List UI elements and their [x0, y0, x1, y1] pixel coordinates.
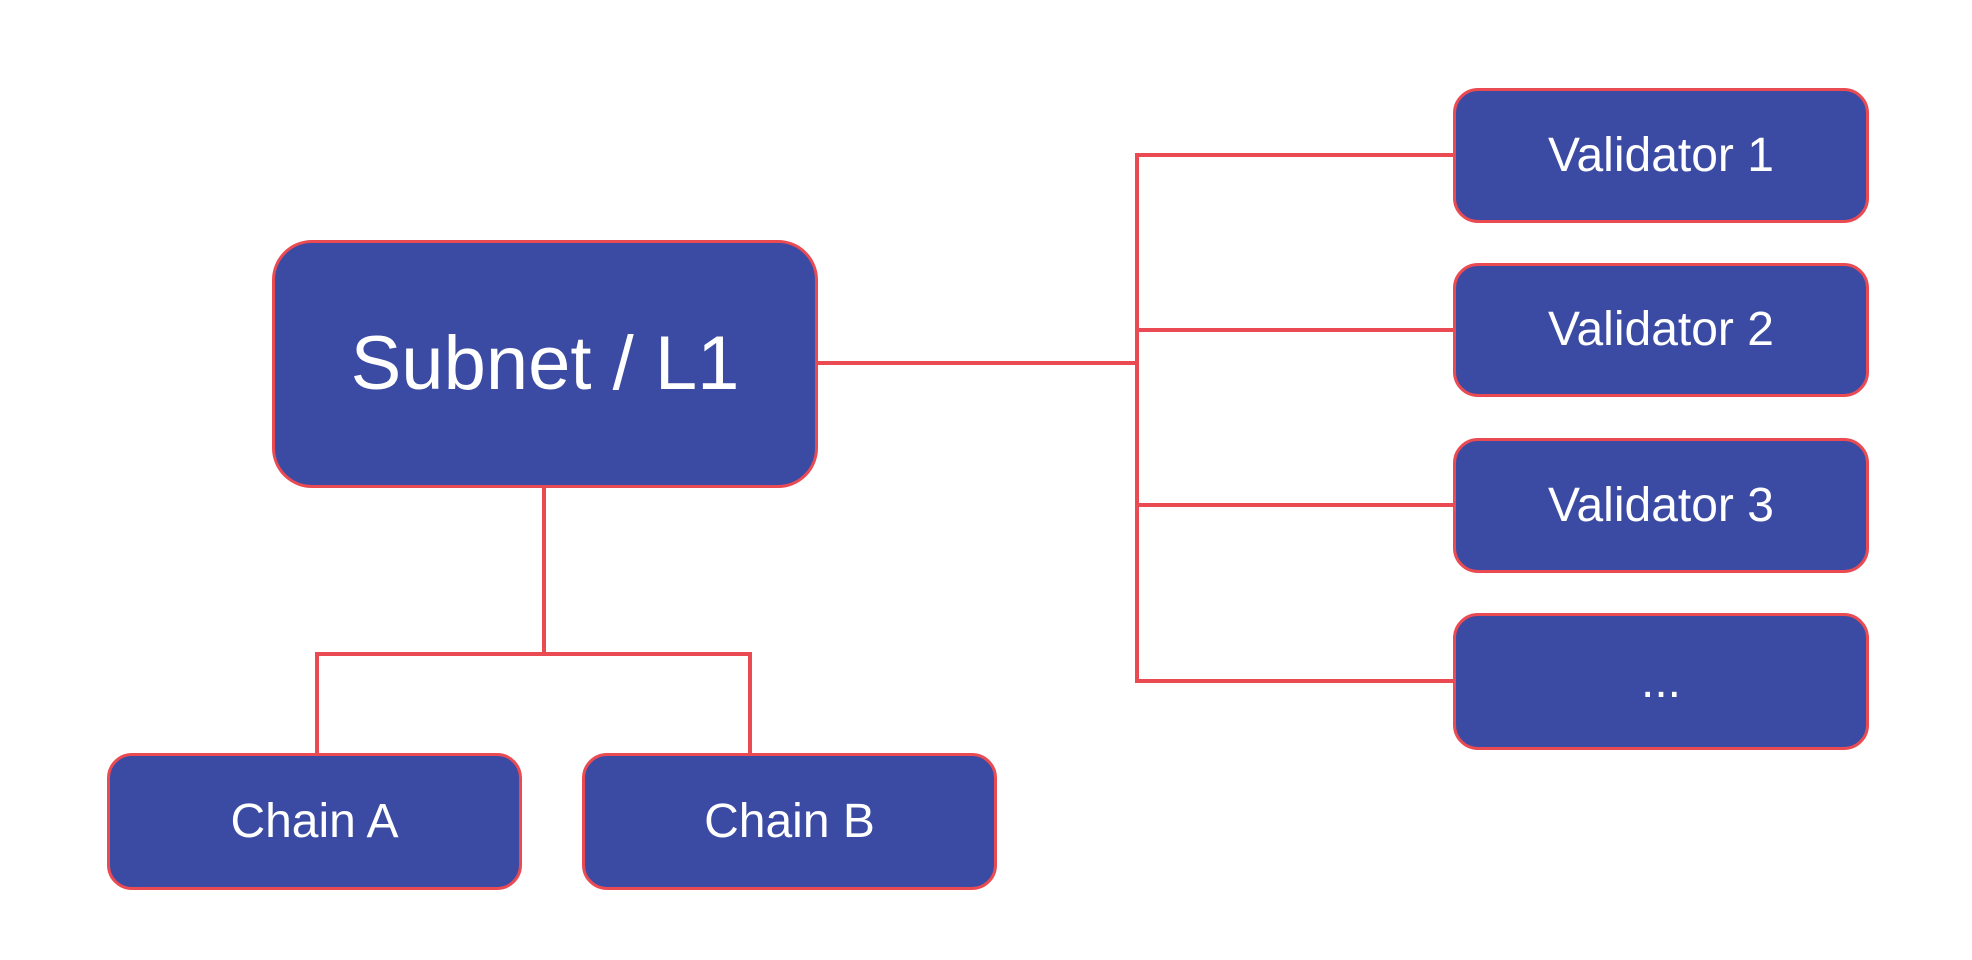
connector-validator-3-branch-line	[1137, 503, 1457, 507]
more-validators-node: ...	[1453, 613, 1869, 750]
chain-b-label: Chain B	[704, 794, 875, 848]
connector-more-validators-branch-line	[1137, 679, 1457, 683]
connector-validator-1-branch-line	[1137, 153, 1457, 157]
more-validators-label: ...	[1640, 654, 1681, 708]
chain-a-node: Chain A	[107, 753, 522, 890]
validator-1-label: Validator 1	[1548, 128, 1774, 182]
chain-a-label: Chain A	[230, 794, 399, 848]
connector-validator-bus-line	[1135, 153, 1139, 683]
validator-3-label: Validator 3	[1548, 478, 1774, 532]
chain-b-node: Chain B	[582, 753, 997, 890]
connector-root-riser-line	[542, 488, 546, 656]
connector-validator-2-branch-line	[1137, 328, 1457, 332]
connector-chain-tree-line	[315, 652, 752, 656]
validator-1-node: Validator 1	[1453, 88, 1869, 223]
validator-3-node: Validator 3	[1453, 438, 1869, 573]
validator-2-node: Validator 2	[1453, 263, 1869, 397]
subnet-l1-node: Subnet / L1	[272, 240, 818, 488]
connector-chain-b-drop-line	[748, 652, 752, 756]
connector-chain-a-drop-line	[315, 652, 319, 756]
subnet-l1-label: Subnet / L1	[350, 321, 740, 406]
validator-2-label: Validator 2	[1548, 303, 1774, 356]
connector-root-to-bus-line	[817, 361, 1139, 365]
